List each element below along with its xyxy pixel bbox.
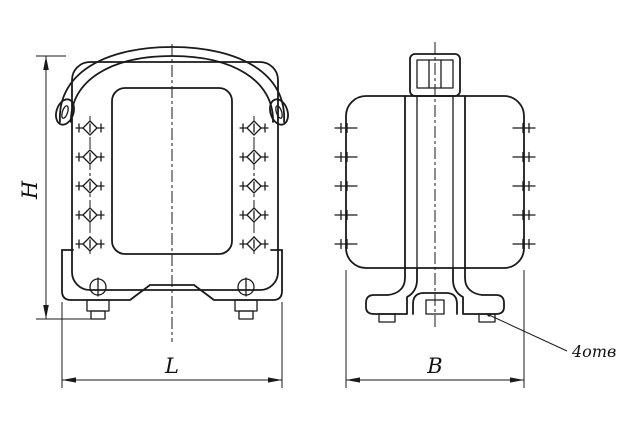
dimension-label-height: H bbox=[18, 180, 42, 200]
dimension-width: B bbox=[345, 270, 525, 388]
leg-arch bbox=[412, 292, 458, 315]
terminal-bolt bbox=[75, 236, 105, 252]
dimension-length: L bbox=[61, 302, 283, 388]
terminal-bolt bbox=[75, 120, 105, 136]
terminal-bolt bbox=[239, 149, 269, 165]
core-side-outline bbox=[345, 95, 525, 269]
dimension-height: H bbox=[18, 55, 92, 320]
coil-column bbox=[404, 95, 466, 269]
mounting-strap bbox=[55, 46, 289, 126]
terminal-bolt bbox=[75, 207, 105, 223]
foot-bolt-end-right bbox=[478, 313, 496, 323]
terminal-bolt bbox=[239, 178, 269, 194]
terminal-bolt bbox=[75, 149, 105, 165]
side-view bbox=[334, 42, 536, 330]
core-window bbox=[111, 87, 233, 255]
core-front-outline bbox=[71, 61, 279, 291]
foot-bolt-end-left bbox=[378, 313, 396, 323]
dimension-label-length: L bbox=[164, 354, 179, 378]
mounting-foot-right bbox=[452, 267, 505, 315]
mounting-foot-left bbox=[365, 267, 418, 315]
mounting-feet bbox=[365, 267, 505, 323]
terminal-bolt bbox=[239, 120, 269, 136]
front-view bbox=[55, 44, 289, 342]
terminal-bolt bbox=[239, 207, 269, 223]
dimension-label-width: B bbox=[426, 354, 442, 378]
mounting-bracket bbox=[61, 249, 283, 301]
terminal-bolt bbox=[239, 236, 269, 252]
foot-bolt-right bbox=[234, 277, 258, 320]
holes-callout: 4отв bbox=[487, 313, 616, 361]
terminal-bolt bbox=[75, 178, 105, 194]
center-spacer bbox=[425, 299, 445, 315]
holes-label: 4отв bbox=[571, 342, 616, 361]
foot-bolt-left bbox=[86, 277, 110, 320]
